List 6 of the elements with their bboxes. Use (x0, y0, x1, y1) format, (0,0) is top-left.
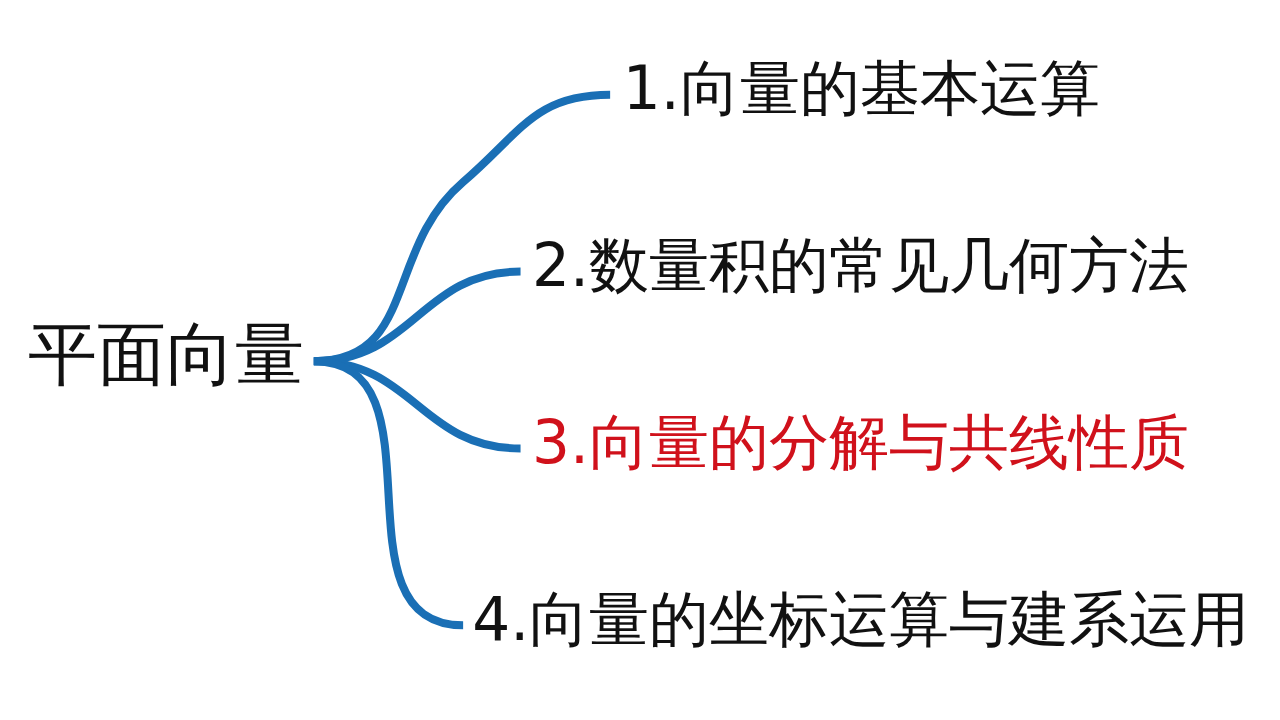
node-text: 1.向量的基本运算 (622, 54, 1100, 124)
node-text: 4.向量的坐标运算与建系运用 (472, 584, 1250, 654)
node-text: 平面向量 (27, 314, 304, 395)
node-text: 3.向量的分解与共线性质 (532, 407, 1190, 477)
connector (313, 357, 464, 630)
node-text: 2.数量积的常见几何方法 (532, 231, 1190, 301)
